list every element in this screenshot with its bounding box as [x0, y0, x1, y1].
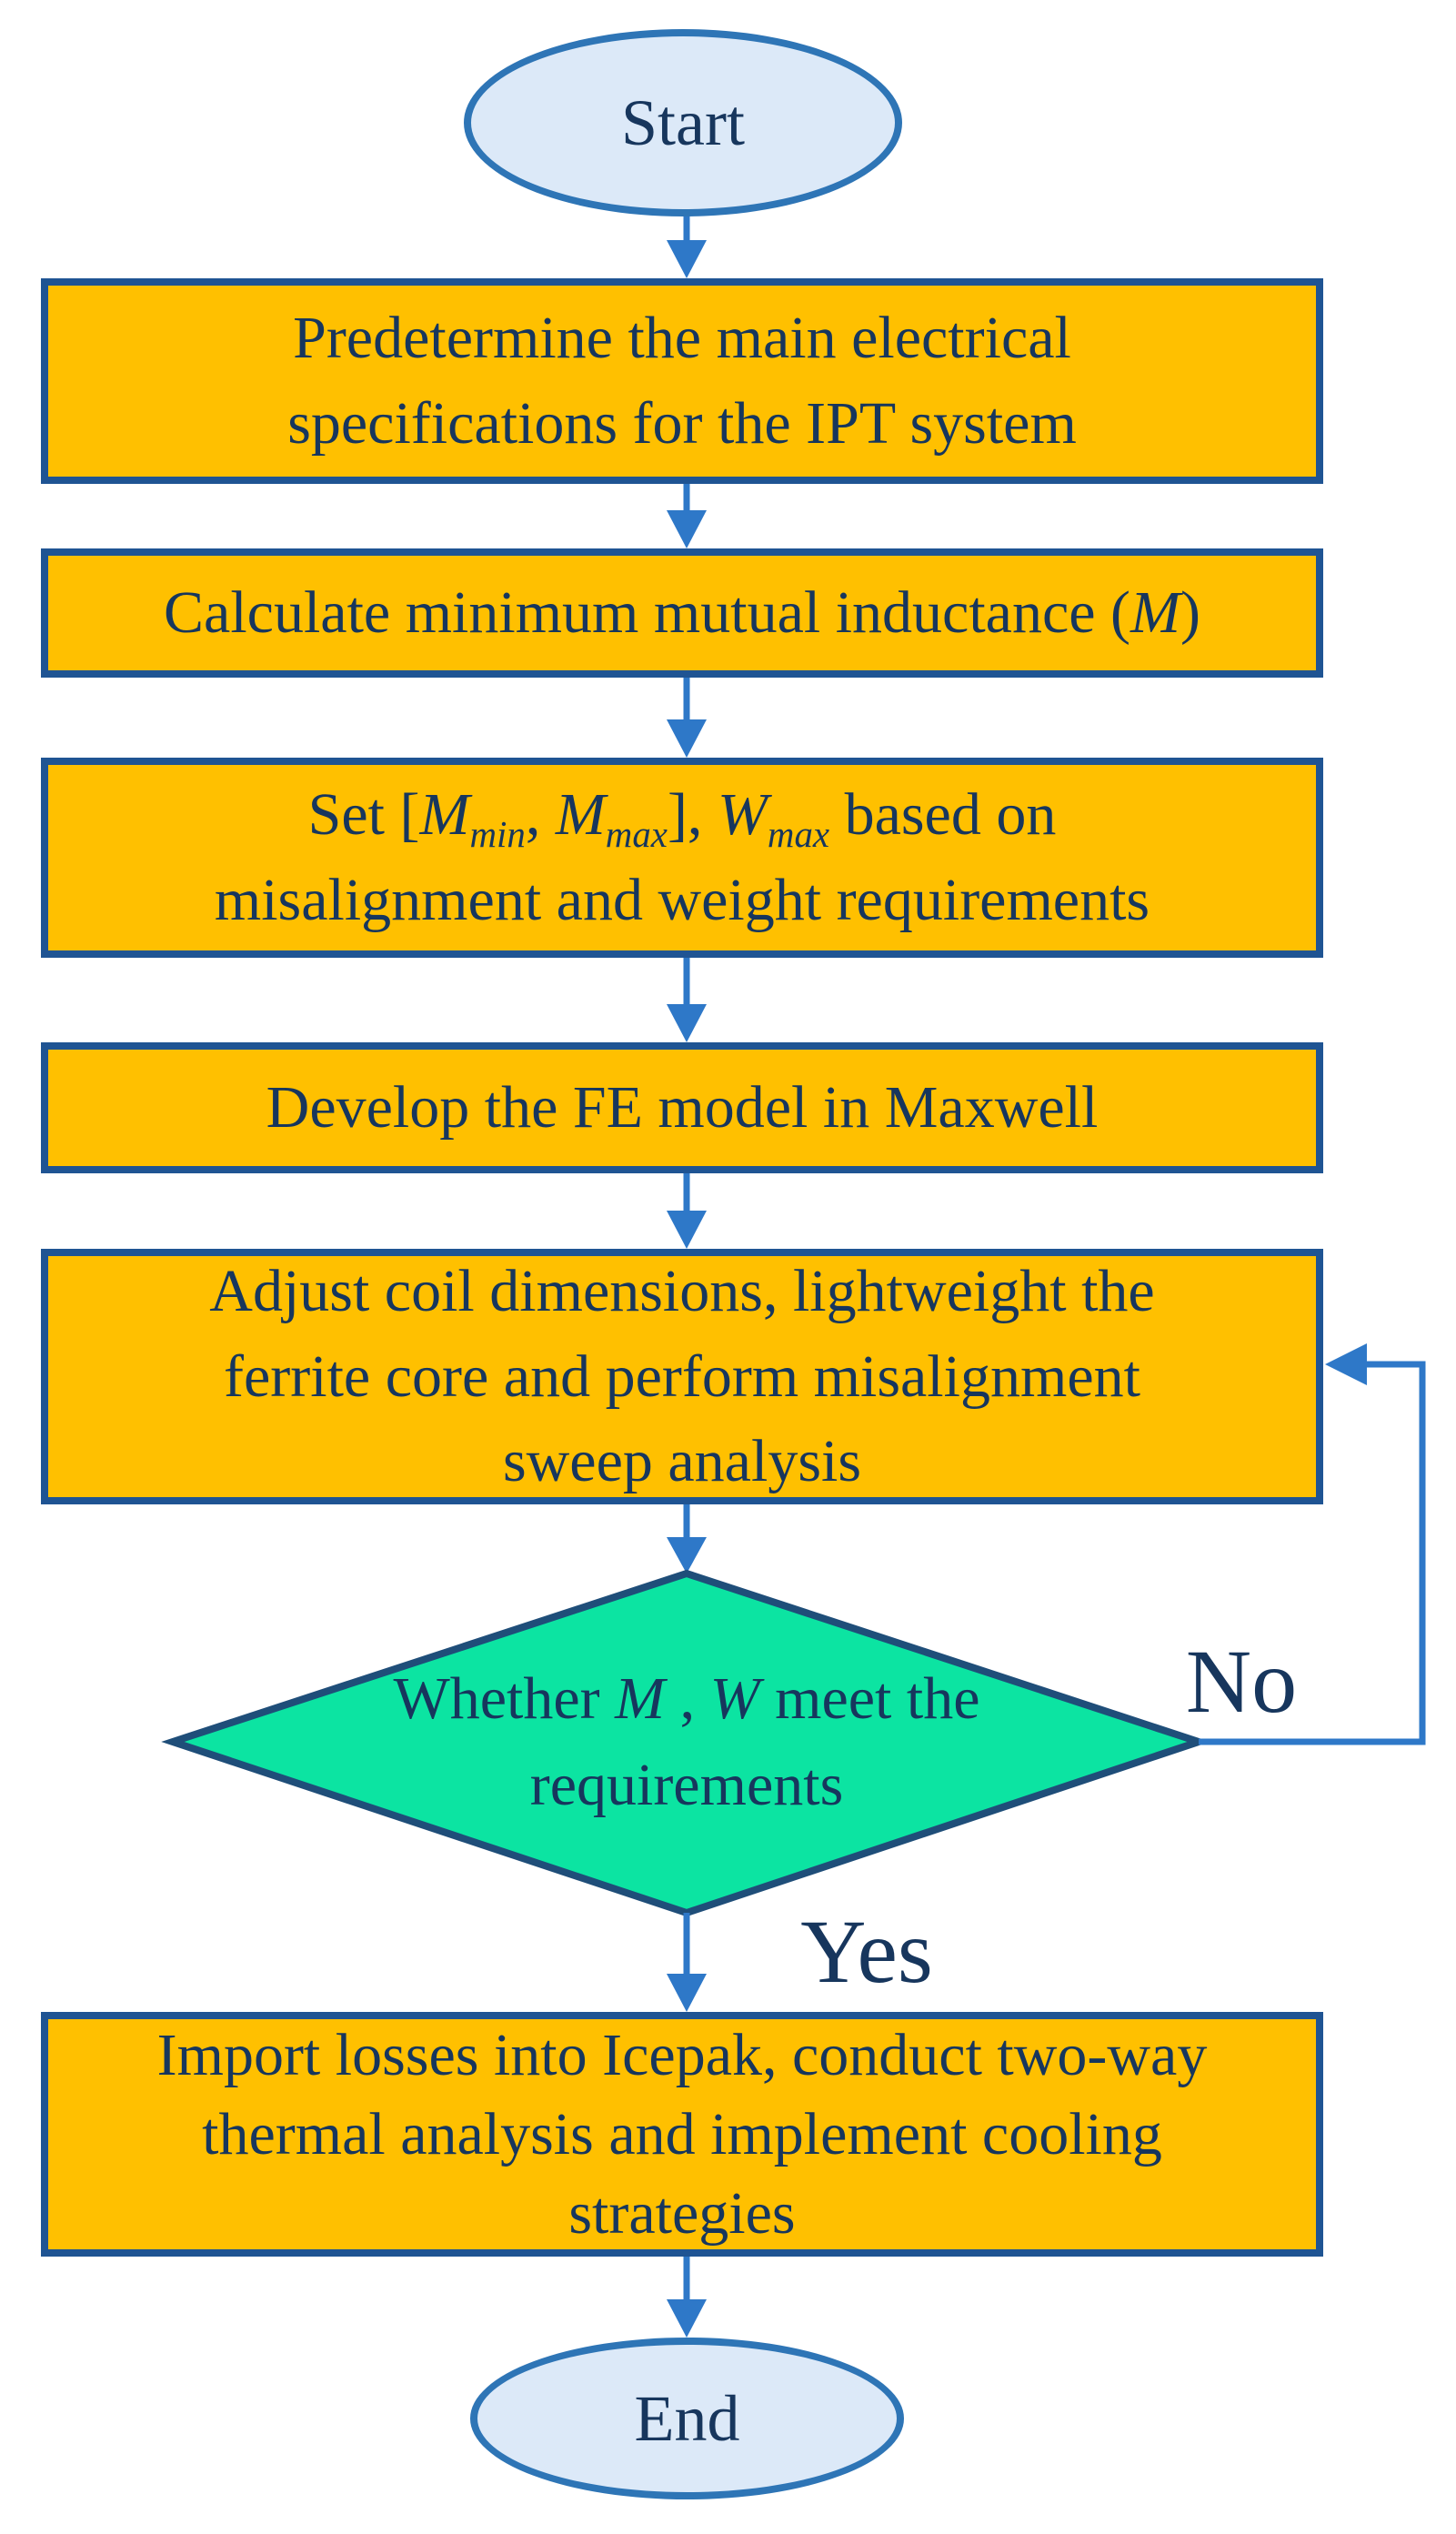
- box3-var-m1: M: [419, 781, 470, 849]
- process-box-5-line-3: sweep analysis: [502, 1428, 862, 1495]
- arrow-box4-to-box5: [667, 1173, 707, 1249]
- arrow-box1-to-box2: [667, 484, 707, 548]
- process-box-1-line-1: Predetermine the main electrical: [293, 305, 1071, 372]
- yes-label: Yes: [800, 1900, 933, 2002]
- process-box-3-line-1: Set [Mmin, Mmax], Wmax based on: [308, 772, 1057, 858]
- decision-seg1: Whether: [393, 1664, 616, 1732]
- decision-text: Whether M , W meet the requirements: [232, 1633, 1141, 1851]
- start-label: Start: [621, 85, 745, 159]
- box2-close-paren: ): [1180, 579, 1200, 647]
- no-label: No: [1185, 1630, 1298, 1732]
- arrow-box2-to-box3: [667, 678, 707, 758]
- arrow-box3-to-box4: [667, 958, 707, 1042]
- decision-line-1: Whether M , W meet the: [393, 1655, 979, 1742]
- box3-seg2: ,: [525, 781, 556, 849]
- process-box-icepak: Import losses into Icepak, conduct two-w…: [41, 2012, 1323, 2257]
- process-box-set-ranges: Set [Mmin, Mmax], Wmax based on misalign…: [41, 758, 1323, 958]
- process-box-4-line: Develop the FE model in Maxwell: [266, 1074, 1099, 1141]
- arrow-start-to-box1: [667, 216, 707, 278]
- box3-sub-max: max: [605, 814, 668, 856]
- process-box-6-line-2: thermal analysis and implement cooling: [202, 2100, 1162, 2167]
- process-box-specifications: Predetermine the main electrical specifi…: [41, 278, 1323, 484]
- decision-var-m: M: [615, 1664, 666, 1732]
- box3-sub-wmax: max: [767, 814, 830, 856]
- process-box-2-line: Calculate minimum mutual inductance (M): [164, 570, 1200, 656]
- process-box-6-line-1: Import losses into Icepak, conduct two-w…: [156, 2021, 1208, 2088]
- yes-branch-arrow: [667, 1913, 707, 2012]
- process-box-fe-model: Develop the FE model in Maxwell: [41, 1042, 1323, 1173]
- decision-var-w: W: [709, 1664, 760, 1732]
- box3-seg3: ],: [667, 781, 718, 849]
- arrow-box5-to-decision: [667, 1504, 707, 1574]
- process-box-6-line-3: strategies: [568, 2180, 796, 2247]
- decision-seg3: meet the: [759, 1664, 980, 1732]
- box3-sub-min: min: [469, 814, 526, 856]
- process-box-3-line-2: misalignment and weight requirements: [214, 867, 1150, 933]
- box3-seg4: based on: [829, 781, 1057, 849]
- arrow-box6-to-end: [667, 2257, 707, 2338]
- end-label: End: [634, 2381, 740, 2455]
- box3-var-w: W: [717, 781, 768, 849]
- decision-line-2: requirements: [529, 1752, 844, 1818]
- no-branch-line: [1199, 1343, 1426, 1745]
- box2-var-m: M: [1130, 579, 1181, 647]
- box3-seg1: Set [: [307, 781, 420, 849]
- box3-var-m2: M: [555, 781, 606, 849]
- process-box-5-line-2: ferrite core and perform misalignment: [224, 1342, 1140, 1410]
- process-box-5-line-1: Adjust coil dimensions, lightweight the: [209, 1257, 1155, 1324]
- process-box-mutual-inductance: Calculate minimum mutual inductance (M): [41, 548, 1323, 678]
- end-terminal: End: [470, 2338, 904, 2499]
- start-terminal: Start: [464, 29, 902, 216]
- process-box-1-line-2: specifications for the IPT system: [287, 390, 1077, 457]
- process-box-adjust-coil: Adjust coil dimensions, lightweight the …: [41, 1249, 1323, 1504]
- box2-text: Calculate minimum mutual inductance (: [164, 579, 1131, 647]
- decision-seg2: ,: [665, 1664, 710, 1732]
